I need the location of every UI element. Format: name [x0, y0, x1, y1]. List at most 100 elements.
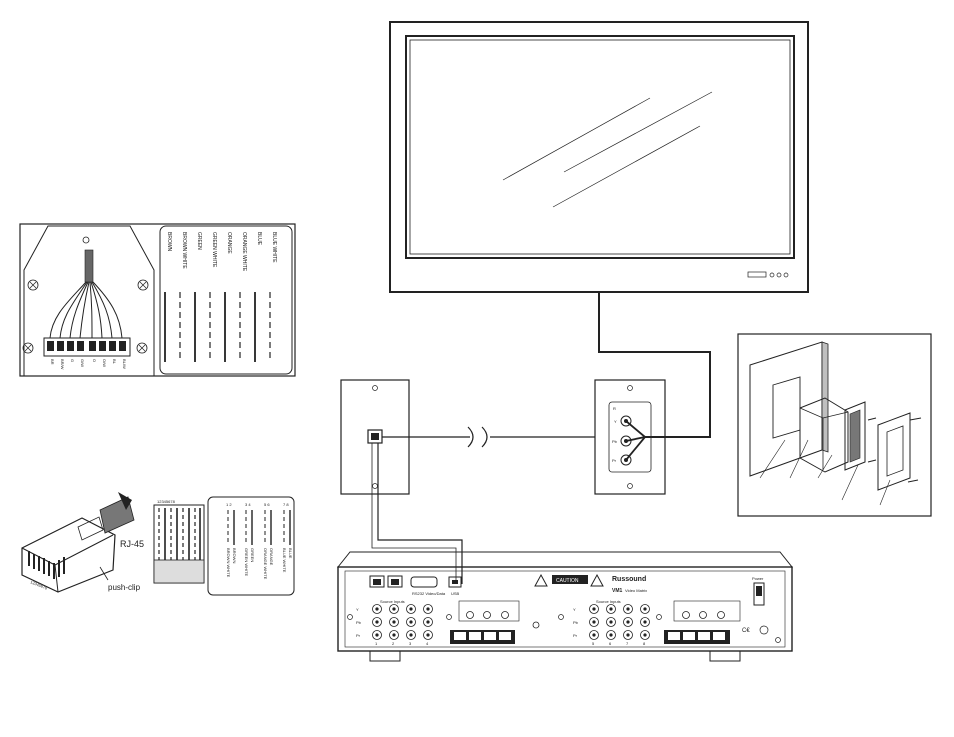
rca-right-jack-pin: [592, 620, 596, 624]
pinout-color-labels: BROWN WHITE BROWN GREEN WHITE GREEN ORAN…: [226, 548, 293, 580]
rca-right-jack-pin: [609, 620, 613, 624]
pinout-swatches: [227, 510, 291, 545]
display-control-buttons: [747, 271, 789, 278]
rca-left-jack-pin: [409, 607, 413, 611]
pair-number-5-6: 5 6: [264, 502, 270, 507]
punch-down-terminal-panel: BL/W BL O/W O G/W G BR/W BR: [19, 223, 296, 377]
brand-label: Russound VM1 Video Matrix: [612, 576, 647, 594]
source-inputs-right: Source Inputs Y Pb Pr 5 6 7 8: [573, 599, 650, 646]
jack-pb-label: Pb: [612, 439, 618, 444]
wire-label-brown-white: BROWN WHITE: [181, 232, 187, 269]
push-clip-label: push-clip: [108, 583, 141, 592]
outputs-left: [450, 600, 540, 644]
row-label-y-right: Y: [573, 607, 576, 612]
plate-logo: R: [613, 406, 616, 411]
wire-label-green: GREEN: [196, 232, 202, 250]
row-label-pr-left: Pr: [356, 633, 361, 638]
pinout-label-green-white: GREEN WHITE: [244, 548, 249, 577]
row-label-pb-left: Pb: [356, 620, 362, 625]
caution-text: CAUTION: [556, 578, 579, 584]
display-to-wallplate-cable: [598, 292, 711, 461]
outputs-right: [664, 600, 741, 644]
rca-left-jack-pin: [426, 633, 430, 637]
source-number-1: 1: [375, 641, 378, 646]
source-inputs-left: Source Inputs Y Pb Pr 1 2 3 4: [356, 599, 433, 646]
pinout-wires: [158, 508, 201, 560]
rca-right-jack-pin: [592, 607, 596, 611]
wire-label-brown: BROWN: [166, 232, 172, 252]
wire-label-green-white: GREEN WHITE: [211, 232, 217, 268]
rca-left-jack-pin: [392, 633, 396, 637]
rca-right-jack-pin: [643, 633, 647, 637]
terminal-label-bl-w: BL/W: [122, 359, 127, 369]
pinout-label-blue: BLUE: [288, 548, 293, 559]
pinout-label-brown-white: BROWN WHITE: [226, 548, 231, 578]
terminal-label-o-w: O/W: [102, 359, 107, 367]
video-matrix-rear-panel: RS232 Video/Data USB Source Inputs Y Pb …: [336, 551, 794, 662]
row-label-pb-right: Pb: [573, 620, 579, 625]
terminal-labels: BL/W BL O/W O G/W G BR/W BR: [50, 359, 127, 370]
rca-left-jack-pin: [375, 607, 379, 611]
pinout-label-orange-white: ORANGE WHITE: [263, 548, 268, 580]
plug-pinout-closeup: 12345678 1 2 3 4 5 6 7 8 B: [153, 496, 295, 596]
wire-swatches: [164, 292, 271, 362]
rj45-label: RJ-45: [120, 539, 144, 549]
source-number-2: 2: [392, 641, 395, 646]
wire-color-labels: BLUE WHITE BLUE ORANGE WHITE ORANGE GREE…: [166, 232, 277, 272]
model-name: VM1: [612, 588, 623, 594]
plug-pin-number-strip: 12345678: [30, 579, 49, 591]
rca-right-jack-pin: [609, 607, 613, 611]
rca-left-jack-pin: [375, 633, 379, 637]
jack-pr-label: Pr: [612, 458, 617, 463]
rca-jacks-left: [372, 604, 433, 640]
wallplate-to-matrix-cable: [371, 443, 463, 584]
pair-number-7-8: 7 8: [283, 502, 289, 507]
terminal-label-o: O: [92, 359, 97, 362]
rca-left-jack-pin: [409, 633, 413, 637]
cat5-cable-run: [382, 426, 595, 448]
pinout-number-strip: 12345678: [157, 499, 176, 504]
pinout-label-orange: ORANGE: [269, 548, 274, 566]
caution-label: CAUTION: [534, 573, 604, 587]
jack-pr: Pr: [612, 454, 632, 466]
source-number-8: 8: [643, 641, 646, 646]
wire-label-blue: BLUE: [256, 232, 262, 246]
flat-panel-display: [389, 21, 809, 293]
model-description: Video Matrix: [625, 588, 647, 593]
rca-right-jack-pin: [626, 620, 630, 624]
jack-y: Y: [614, 415, 632, 427]
usb-port: USB: [448, 576, 462, 596]
pair-number-3-4: 3 4: [245, 502, 251, 507]
wire-label-orange-white: ORANGE WHITE: [241, 232, 247, 272]
terminal-label-br: BR: [50, 359, 55, 365]
rca-left-jack-pin: [409, 620, 413, 624]
wall-box-installation-detail: [737, 333, 932, 517]
source-number-7: 7: [626, 641, 629, 646]
power-label: Power: [752, 576, 764, 581]
terminal-label-g-w: G/W: [80, 359, 85, 367]
source-number-5: 5: [592, 641, 595, 646]
source-number-6: 6: [609, 641, 612, 646]
ce-mark: C€: [742, 628, 750, 634]
rs232-port-label: RS232 Video/Data: [412, 591, 446, 596]
rca-left-jack-pin: [426, 620, 430, 624]
usb-port-label: USB: [451, 591, 460, 596]
source-inputs-label-right: Source Inputs: [596, 599, 621, 604]
terminal-screws: [47, 341, 126, 351]
wire-label-orange: ORANGE: [226, 232, 232, 254]
wire-label-blue-white: BLUE WHITE: [271, 232, 277, 263]
wire-color-legend: BLUE WHITE BLUE ORANGE WHITE ORANGE GREE…: [159, 225, 293, 375]
terminal-wires: [49, 281, 123, 339]
terminal-label-bl: BL: [112, 359, 117, 365]
row-label-y-left: Y: [356, 607, 359, 612]
plug-contacts: [28, 551, 65, 579]
rca-right-jack-pin: [626, 607, 630, 611]
pair-number-1-2: 1 2: [226, 502, 232, 507]
row-label-pr-right: Pr: [573, 633, 578, 638]
pinout-label-blue-white: BLUE WHITE: [282, 548, 287, 573]
rca-right-jack-pin: [643, 620, 647, 624]
rj45-ports-left: [369, 575, 403, 588]
rca-left-jack-pin: [426, 607, 430, 611]
pinout-label-brown: BROWN: [232, 548, 237, 563]
